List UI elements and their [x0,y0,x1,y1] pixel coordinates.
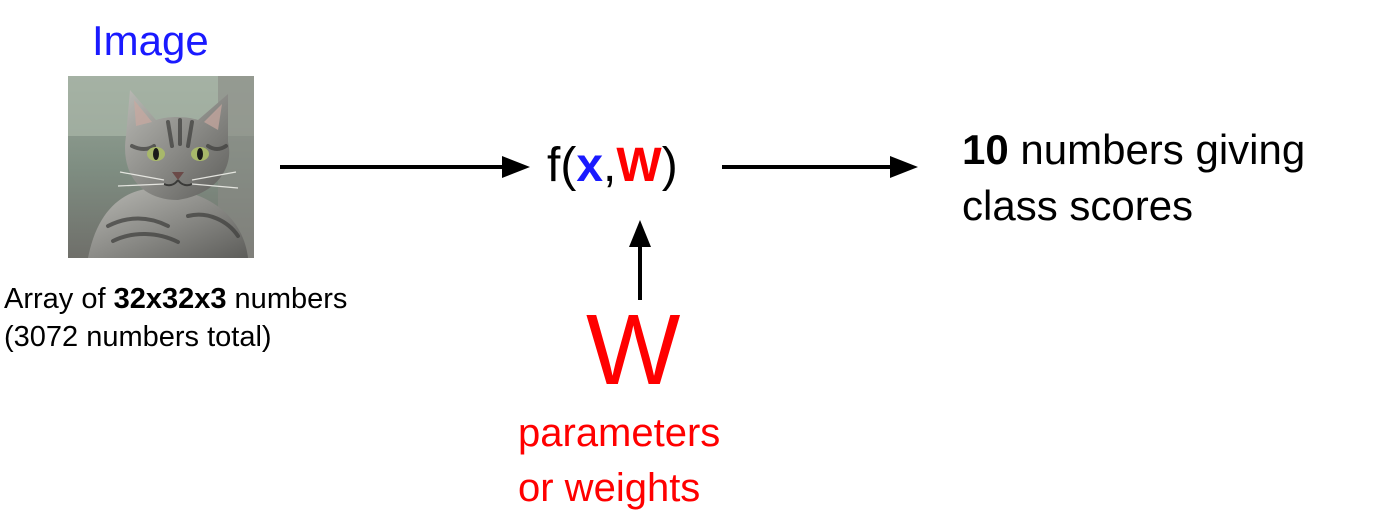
arrow-image-to-function [280,156,530,178]
output-count: 10 [962,126,1009,173]
function-open: f( [547,139,577,192]
output-line1: 10 numbers giving [962,122,1305,178]
input-caption-line1: Array of 32x32x3 numbers [4,280,347,318]
output-description: 10 numbers giving class scores [962,122,1305,234]
function-label: f(x,W) [547,139,678,193]
function-close: ) [661,139,678,192]
weights-caption-line1: parameters [518,411,721,455]
function-x: x [576,139,604,192]
input-caption: Array of 32x32x3 numbers (3072 numbers t… [4,280,347,356]
arrow-weights-to-function [629,220,651,300]
output-line1-rest: numbers giving [1008,126,1306,173]
weights-caption: parameters or weights [518,406,720,516]
function-w: W [616,139,662,192]
function-comma: , [603,139,617,192]
array-dimensions: 32x32x3 [113,283,227,315]
cat-photo [68,76,254,258]
arrow-function-to-output [722,156,918,178]
output-line2: class scores [962,182,1194,229]
input-caption-line2: (3072 numbers total) [4,321,272,353]
caption-suffix: numbers [226,283,348,315]
caption-prefix: Array of [4,283,114,315]
weights-caption-line2: or weights [518,466,701,510]
weights-symbol: W [586,294,681,406]
image-title: Image [92,17,209,64]
